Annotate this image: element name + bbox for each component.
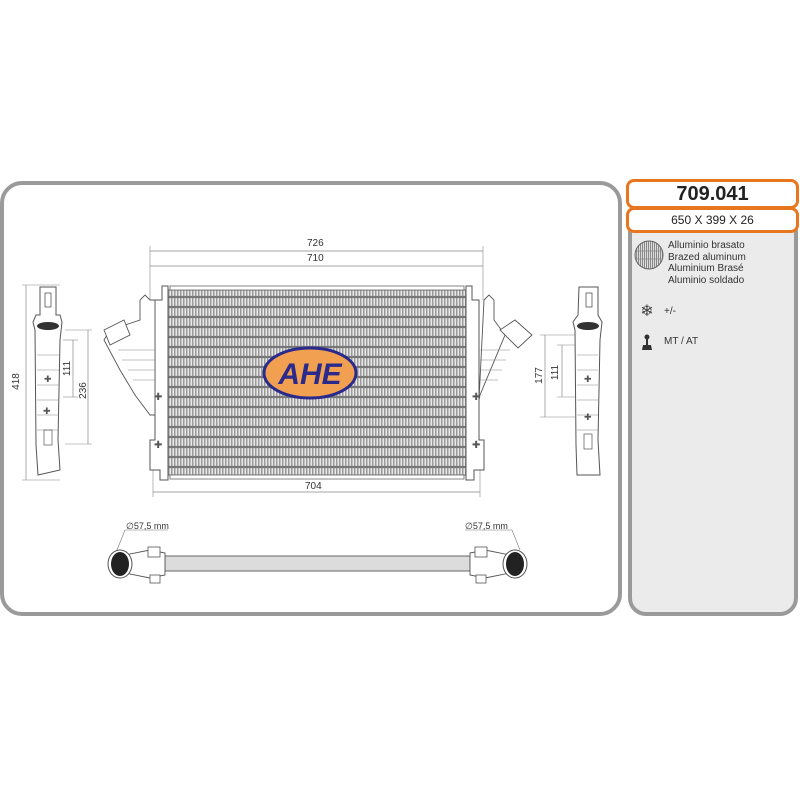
dim-right-b: 111 — [550, 364, 562, 381]
dim-bottom-width: 704 — [305, 481, 322, 492]
dim-right-a: 177 — [533, 367, 545, 384]
left-side-view: ✚ ✚ — [22, 284, 92, 481]
material-spec: Alluminio brasato Brazed aluminum Alumin… — [634, 240, 746, 286]
svg-text:✚: ✚ — [43, 406, 51, 416]
svg-text:AHE: AHE — [277, 358, 342, 391]
svg-text:✚: ✚ — [44, 374, 52, 384]
right-side-view: ✚ ✚ — [540, 286, 603, 476]
ac-spec: ❄ +/- — [634, 303, 676, 320]
gear-lever-icon — [642, 334, 652, 350]
snowflake-icon: ❄ — [640, 303, 654, 320]
dim-left-a: 111 — [62, 360, 74, 377]
material-lines: Alluminio brasato Brazed aluminum Alumin… — [668, 240, 746, 286]
product-dimensions: 650 X 399 X 26 — [626, 207, 799, 233]
svg-text:✚: ✚ — [472, 440, 480, 451]
dim-left-b: 236 — [77, 382, 89, 399]
part-number: 709.041 — [626, 179, 799, 209]
front-view: ✚ ✚ ✚ ✚ AHE — [103, 246, 533, 497]
top-view — [107, 529, 528, 584]
svg-text:✚: ✚ — [154, 440, 162, 451]
svg-text:✚: ✚ — [472, 392, 480, 403]
dim-left-height: 418 — [10, 373, 22, 390]
brazed-core-disc-icon — [634, 240, 664, 270]
ahe-logo: AHE — [262, 346, 358, 400]
svg-text:✚: ✚ — [584, 412, 592, 422]
spec-panel — [628, 214, 798, 616]
port-diameter-right: ∅57,5 mm — [465, 521, 508, 531]
ac-label: +/- — [664, 306, 676, 317]
svg-text:✚: ✚ — [154, 392, 162, 403]
transmission-spec: MT / AT — [634, 334, 698, 350]
svg-text:✚: ✚ — [584, 374, 592, 384]
port-diameter-left: ∅57,5 mm — [126, 521, 169, 531]
transmission-label: MT / AT — [664, 336, 699, 347]
dim-overall-width: 726 — [307, 238, 324, 249]
dim-core-width: 710 — [307, 253, 324, 264]
